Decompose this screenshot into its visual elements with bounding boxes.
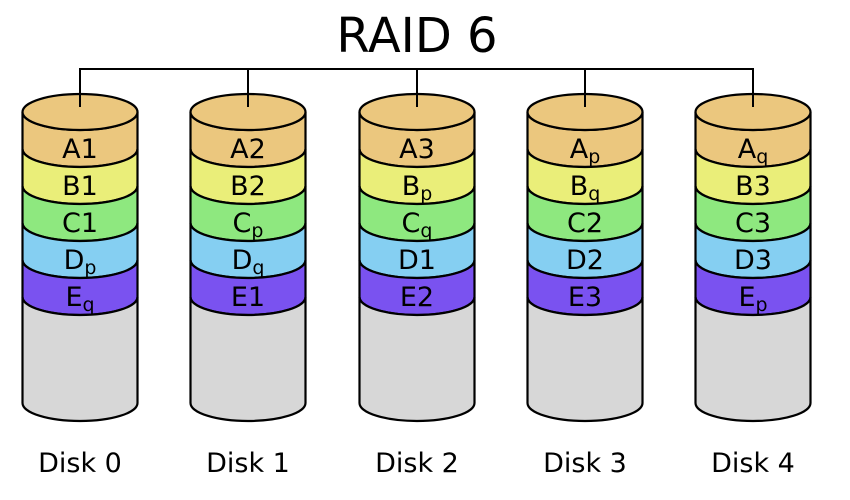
- block-label: A1: [62, 134, 98, 165]
- block-label: Eq: [65, 282, 94, 316]
- block-label: A3: [399, 134, 435, 165]
- block-label: Cq: [402, 208, 433, 242]
- block-label: B3: [735, 171, 771, 202]
- block-label: Dq: [232, 245, 265, 279]
- block-label: E2: [400, 282, 434, 313]
- block-label: A2: [230, 134, 266, 165]
- block-label: Dp: [64, 245, 97, 279]
- disk-label: Disk 1: [206, 448, 290, 479]
- disk-label: Disk 2: [375, 448, 459, 479]
- block-label: Bp: [402, 171, 433, 205]
- disk-label: Disk 0: [38, 448, 122, 479]
- disk-column-0: A1 B1 C1 Dp Eq Disk 0: [21, 92, 139, 479]
- block-label: B1: [62, 171, 98, 202]
- block-label: D3: [734, 245, 772, 276]
- block-label: E3: [568, 282, 602, 313]
- block-label: B2: [230, 171, 266, 202]
- disk-label: Disk 3: [543, 448, 627, 479]
- block-label: C2: [567, 208, 603, 239]
- bus-line: [79, 68, 754, 107]
- disk-column-2: A3 Bp Cq D1 E2 Disk 2: [358, 92, 476, 479]
- disk-column-3: Ap Bq C2 D2 E3 Disk 3: [526, 92, 644, 479]
- diagram-title: RAID 6: [336, 8, 497, 64]
- block-label: C1: [62, 208, 98, 239]
- block-label: Ep: [738, 282, 767, 316]
- block-label: D1: [398, 245, 436, 276]
- disk-label: Disk 4: [711, 448, 795, 479]
- disk-column-4: Aq B3 C3 D3 Ep Disk 4: [694, 92, 812, 479]
- block-label: E1: [231, 282, 265, 313]
- block-label: Aq: [738, 134, 769, 168]
- disk-column-1: A2 B2 Cp Dq E1 Disk 1: [189, 92, 307, 479]
- block-label: D2: [566, 245, 604, 276]
- block-label: C3: [735, 208, 771, 239]
- block-label: Bq: [570, 171, 601, 205]
- block-label: Ap: [570, 134, 601, 168]
- block-label: Cp: [233, 208, 264, 242]
